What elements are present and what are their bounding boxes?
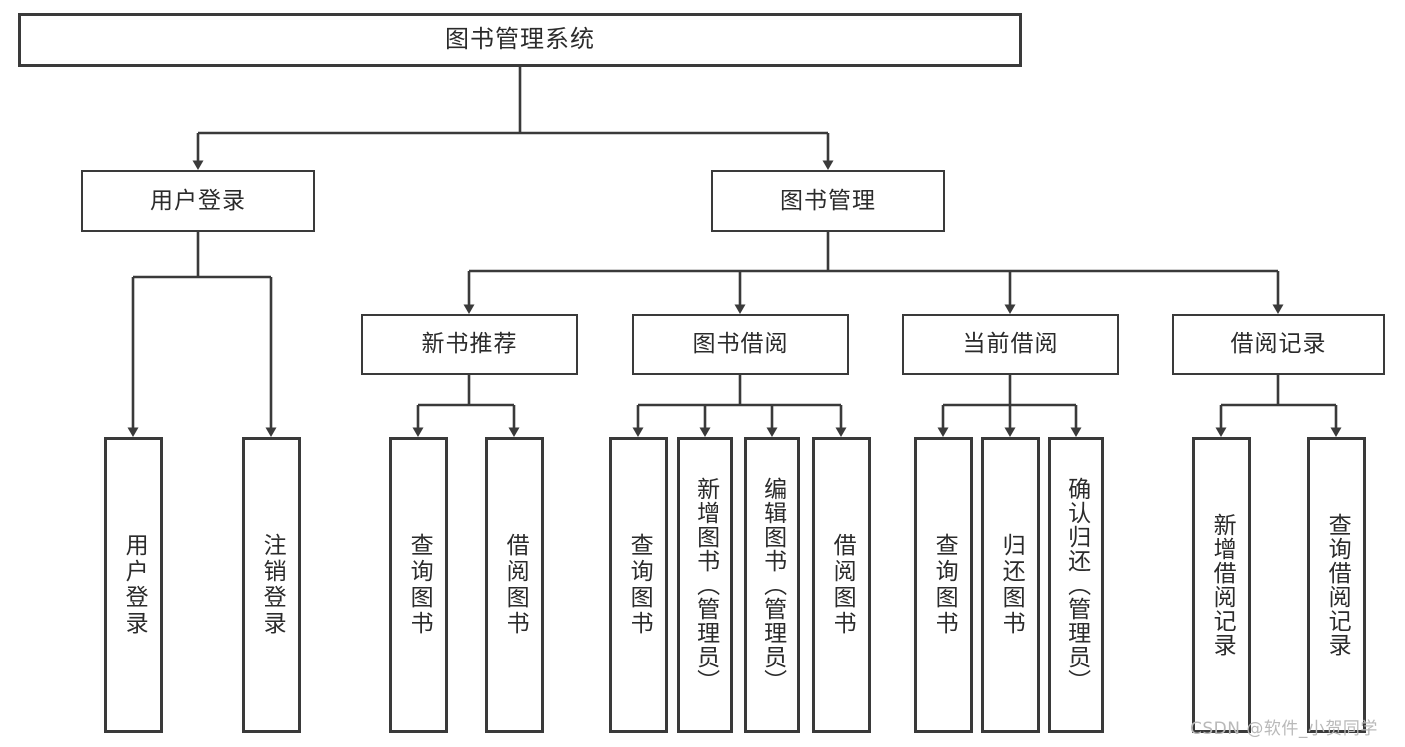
node-label: 借阅图书 bbox=[502, 533, 529, 637]
node-label: 图书管理 bbox=[780, 187, 876, 214]
leaf-add-borrow-record[interactable]: 新增借阅记录 bbox=[1192, 437, 1251, 733]
node-label: 借阅图书 bbox=[829, 533, 856, 637]
node-label: 新增图书（管理员） bbox=[692, 477, 719, 693]
node-root-system[interactable]: 图书管理系统 bbox=[18, 13, 1022, 67]
node-label: 归还图书 bbox=[998, 533, 1025, 637]
node-label: 新书推荐 bbox=[421, 331, 518, 358]
leaf-user-login[interactable]: 用户登录 bbox=[104, 437, 163, 733]
leaf-edit-book-admin[interactable]: 编辑图书（管理员） bbox=[744, 437, 800, 733]
node-label: 查询图书 bbox=[626, 533, 653, 637]
leaf-return-books[interactable]: 归还图书 bbox=[981, 437, 1040, 733]
node-label: 当前借阅 bbox=[962, 331, 1059, 358]
node-label: 确认归还（管理员） bbox=[1063, 477, 1090, 693]
leaf-borrow-books[interactable]: 借阅图书 bbox=[812, 437, 871, 733]
node-label: 新增借阅记录 bbox=[1209, 513, 1236, 657]
node-borrow-records[interactable]: 借阅记录 bbox=[1172, 314, 1385, 375]
leaf-confirm-return-admin[interactable]: 确认归还（管理员） bbox=[1048, 437, 1104, 733]
leaf-add-book-admin[interactable]: 新增图书（管理员） bbox=[677, 437, 733, 733]
node-user-login[interactable]: 用户登录 bbox=[81, 170, 315, 232]
node-new-book-recommend[interactable]: 新书推荐 bbox=[361, 314, 578, 375]
node-label: 用户登录 bbox=[121, 533, 148, 637]
leaf-query-borrow-record[interactable]: 查询借阅记录 bbox=[1307, 437, 1366, 733]
node-label: 用户登录 bbox=[150, 187, 246, 214]
node-label: 图书借阅 bbox=[692, 331, 789, 358]
watermark-text: CSDN @软件_小贺同学 bbox=[1190, 719, 1378, 739]
leaf-query-books-recommend[interactable]: 查询图书 bbox=[389, 437, 448, 733]
node-label: 注销登录 bbox=[259, 533, 286, 637]
leaf-logout[interactable]: 注销登录 bbox=[242, 437, 301, 733]
leaf-borrow-books-recommend[interactable]: 借阅图书 bbox=[485, 437, 544, 733]
leaf-query-books-borrow[interactable]: 查询图书 bbox=[609, 437, 668, 733]
node-label: 查询图书 bbox=[931, 533, 958, 637]
node-book-borrow[interactable]: 图书借阅 bbox=[632, 314, 849, 375]
node-book-management[interactable]: 图书管理 bbox=[711, 170, 945, 232]
node-label: 查询图书 bbox=[406, 533, 433, 637]
node-current-borrow[interactable]: 当前借阅 bbox=[902, 314, 1119, 375]
node-label: 编辑图书（管理员） bbox=[759, 477, 786, 693]
node-label: 借阅记录 bbox=[1230, 331, 1327, 358]
leaf-query-books-current[interactable]: 查询图书 bbox=[914, 437, 973, 733]
node-label: 图书管理系统 bbox=[445, 25, 595, 54]
node-label: 查询借阅记录 bbox=[1324, 513, 1351, 657]
